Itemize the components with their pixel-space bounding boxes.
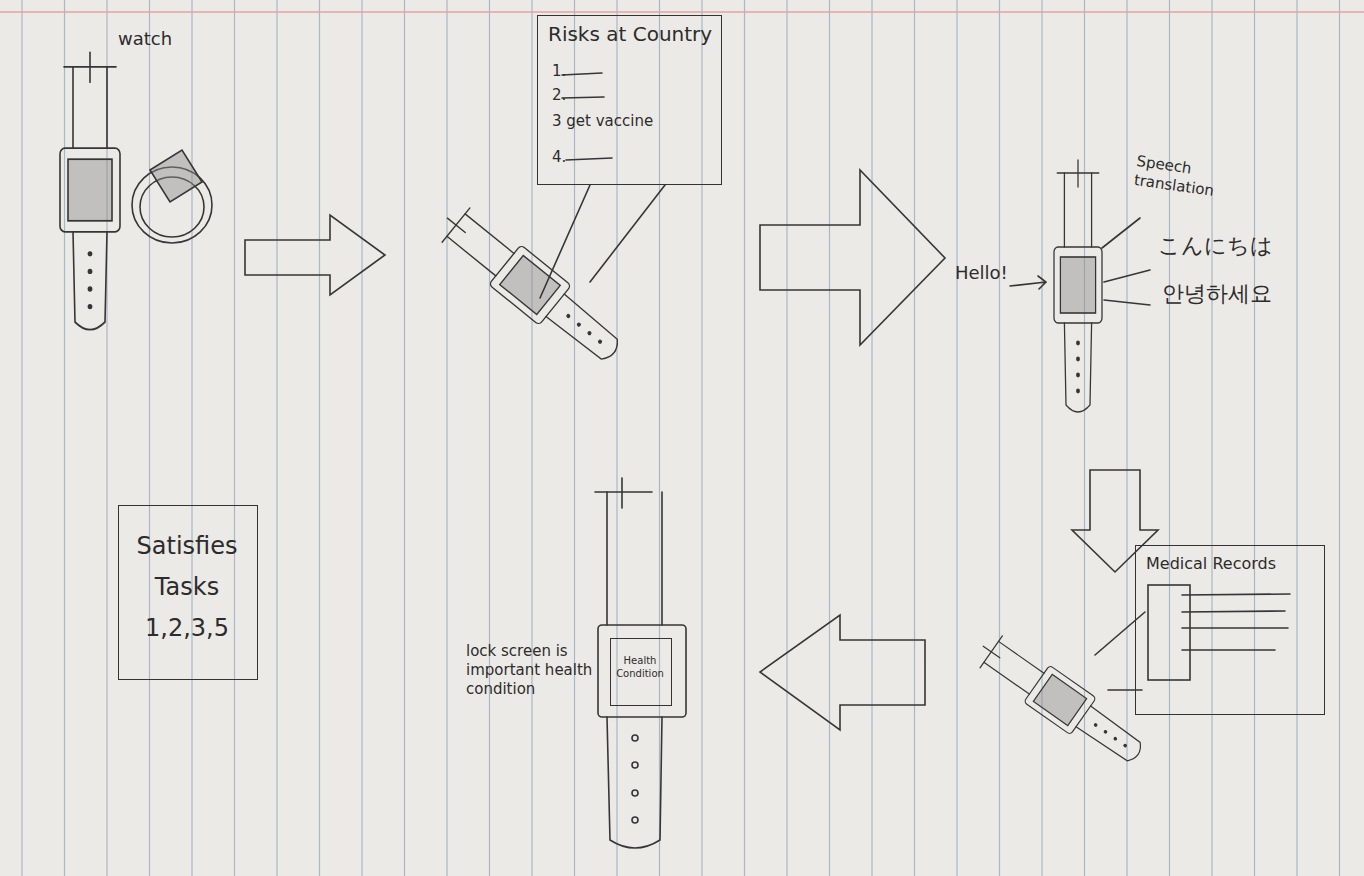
paper-rule bbox=[659, 0, 660, 876]
paper-rule bbox=[21, 0, 22, 876]
paper-rule bbox=[489, 0, 490, 876]
list-item: 4. bbox=[552, 148, 582, 167]
watch-sketch bbox=[60, 52, 120, 329]
watch-sketch bbox=[595, 478, 686, 848]
sketch-stroke bbox=[607, 492, 662, 625]
paper-rule bbox=[744, 0, 745, 876]
input-arrow bbox=[1010, 276, 1046, 289]
paper-rule bbox=[701, 0, 702, 876]
paper-rule bbox=[191, 0, 192, 876]
list-item: 2. bbox=[552, 86, 582, 105]
note: lock screen is important health conditio… bbox=[466, 642, 594, 698]
box-heading: Medical Records bbox=[1146, 554, 1318, 574]
paper-rule bbox=[1041, 0, 1042, 876]
paper-rule bbox=[914, 0, 915, 876]
paper-rule bbox=[1084, 0, 1085, 876]
paper-rule bbox=[531, 0, 532, 876]
flow-arrow bbox=[760, 170, 945, 345]
speech-input: Hello! bbox=[955, 262, 1025, 285]
sketch-stroke bbox=[632, 817, 638, 823]
paper-rule bbox=[616, 0, 617, 876]
summary-box: Satisfies Tasks 1,2,3,5 bbox=[118, 505, 258, 680]
paper-rule bbox=[361, 0, 362, 876]
sketch-stroke bbox=[632, 735, 638, 741]
paper-rule bbox=[574, 0, 575, 876]
paper-rule bbox=[1211, 0, 1212, 876]
paper-rule bbox=[1254, 0, 1255, 876]
watch-face bbox=[150, 150, 202, 202]
paper-rule bbox=[1339, 0, 1340, 876]
pencil-sketch bbox=[60, 52, 1290, 848]
callout-box: Risks at Country 1. 2. 3 get vaccine 4. bbox=[537, 15, 722, 185]
flow-arrow bbox=[760, 615, 925, 730]
sketch-stroke bbox=[598, 625, 686, 717]
paper-rule bbox=[1169, 0, 1170, 876]
flow-arrow bbox=[245, 215, 385, 295]
watch-sketch bbox=[1054, 160, 1102, 412]
sketch-stroke bbox=[607, 717, 662, 848]
paper-rule bbox=[446, 0, 447, 876]
paper-rule bbox=[319, 0, 320, 876]
margin-line bbox=[0, 11, 1364, 13]
paper-rule bbox=[64, 0, 65, 876]
paper-rule bbox=[149, 0, 150, 876]
record-sheet bbox=[1148, 585, 1190, 680]
paper-rule bbox=[234, 0, 235, 876]
paper-rule bbox=[871, 0, 872, 876]
sound-line bbox=[1102, 218, 1150, 305]
sketch-stroke bbox=[621, 478, 623, 508]
paper-rule bbox=[404, 0, 405, 876]
sketch-stroke bbox=[595, 491, 652, 493]
list-item: 3 get vaccine bbox=[552, 112, 712, 131]
paper-rule bbox=[786, 0, 787, 876]
paper-rule bbox=[1296, 0, 1297, 876]
sketch-stroke bbox=[632, 790, 638, 796]
box-heading: Satisfies Tasks 1,2,3,5 bbox=[123, 526, 251, 648]
paper-rule bbox=[956, 0, 957, 876]
paper-rule bbox=[276, 0, 277, 876]
sketch-stroke bbox=[632, 762, 638, 768]
part-label: watch bbox=[118, 28, 198, 51]
watch-screen: Health Condition bbox=[610, 638, 672, 706]
watch-sketch bbox=[431, 198, 630, 372]
callout-box: Medical Records bbox=[1135, 545, 1325, 715]
watch-sketch bbox=[970, 628, 1151, 773]
paper-rule bbox=[829, 0, 830, 876]
translation-text: こんにちは bbox=[1158, 232, 1308, 260]
leader-line bbox=[1095, 612, 1145, 690]
paper-rule bbox=[999, 0, 1000, 876]
box-heading: Risks at Country bbox=[548, 22, 718, 47]
record-line bbox=[1182, 594, 1290, 650]
translation-text: 안녕하세요 bbox=[1162, 280, 1312, 308]
list-item: 1. bbox=[552, 62, 582, 81]
box-heading: Health Condition bbox=[613, 655, 667, 680]
leader-line bbox=[540, 185, 665, 298]
paper-rules bbox=[22, 0, 1364, 876]
flow-arrow bbox=[1072, 470, 1158, 572]
